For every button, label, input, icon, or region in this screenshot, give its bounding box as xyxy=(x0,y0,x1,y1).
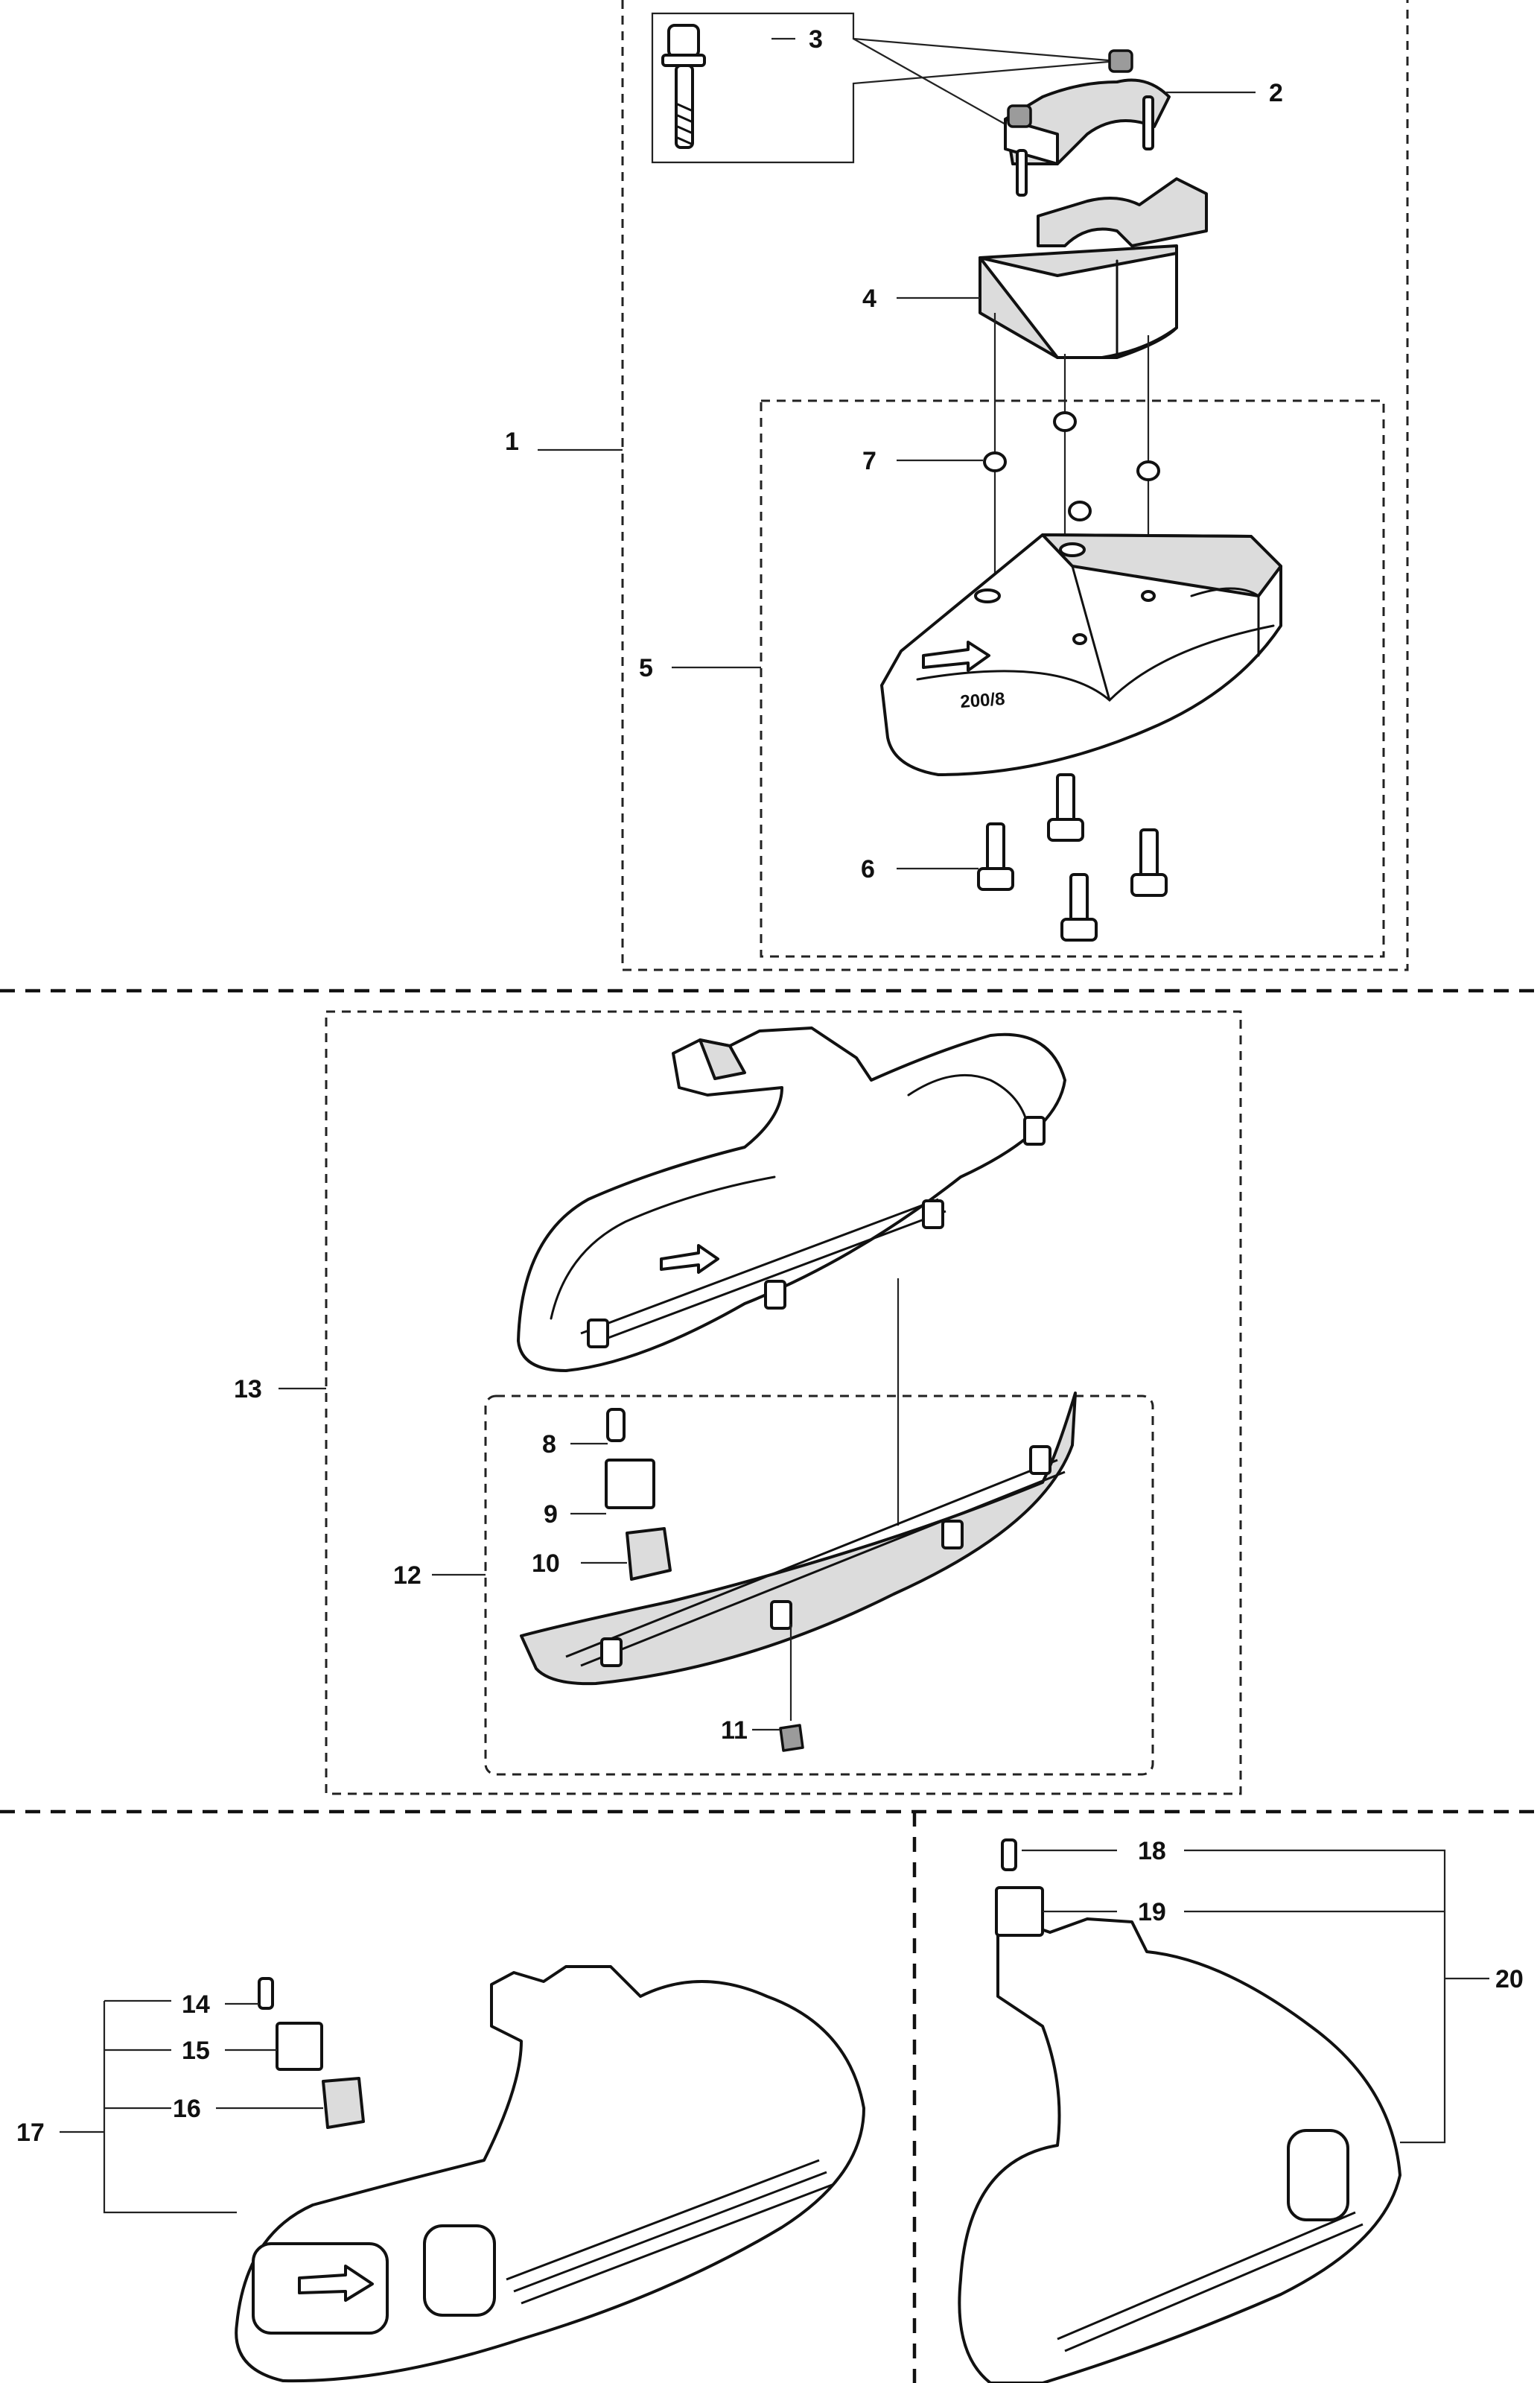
knife-part-10 xyxy=(626,1527,672,1581)
callout-3: 3 xyxy=(809,25,823,54)
group-boxes xyxy=(325,0,1409,1795)
callout-12: 12 xyxy=(393,1561,421,1590)
section-dividers xyxy=(0,989,1540,2383)
callout-7: 7 xyxy=(862,447,876,475)
callout-1: 1 xyxy=(505,428,519,456)
callout-18: 18 xyxy=(1138,1837,1166,1865)
callout-8: 8 xyxy=(542,1430,556,1459)
callout-4: 4 xyxy=(862,285,876,313)
callout-14: 14 xyxy=(182,1990,210,2019)
cutter-assembly-part-12 xyxy=(520,1392,1077,1752)
screw-part-14 xyxy=(258,1977,274,2010)
callout-6: 6 xyxy=(861,855,875,883)
callout-numbers: 1 2 3 4 5 6 7 8 9 10 11 12 13 14 15 16 1… xyxy=(16,25,1524,2147)
callout-13: 13 xyxy=(234,1375,262,1403)
guard-part-13 xyxy=(517,1027,1066,1372)
callout-2: 2 xyxy=(1269,79,1283,107)
guard-part-17 xyxy=(235,1965,865,2383)
screw-part-6-b xyxy=(1047,773,1084,842)
callout-11: 11 xyxy=(721,1716,748,1745)
plate-part-15 xyxy=(276,2022,323,2071)
callout-5: 5 xyxy=(639,654,653,682)
guard-part-20 xyxy=(958,1838,1401,2383)
callout-19: 19 xyxy=(1138,1898,1166,1926)
line-part-11 xyxy=(779,1724,804,1752)
screw-part-6-c xyxy=(1060,873,1098,942)
plate-part-9 xyxy=(605,1459,655,1509)
callout-9: 9 xyxy=(544,1500,558,1529)
screw-part-18 xyxy=(1001,1838,1017,1871)
screw-part-6-d xyxy=(1130,828,1168,897)
bolt-part-3 xyxy=(661,24,706,149)
callout-20: 20 xyxy=(1495,1965,1524,1993)
direction-arrow-icon xyxy=(922,641,990,672)
clamp-assembly xyxy=(651,12,1208,359)
bolts-and-washers xyxy=(977,313,1168,942)
leader-lines xyxy=(60,37,1489,2214)
knife-part-16 xyxy=(322,2077,365,2129)
guard-part-5: 200/8 xyxy=(880,533,1282,776)
direction-arrow-icon xyxy=(660,1244,719,1274)
screw-part-8 xyxy=(606,1408,626,1442)
callout-16: 16 xyxy=(173,2095,201,2123)
callout-15: 15 xyxy=(182,2037,210,2065)
callout-10: 10 xyxy=(532,1549,560,1578)
screw-part-6-a xyxy=(977,822,1014,891)
guard-marking: 200/8 xyxy=(960,689,1006,712)
callout-17: 17 xyxy=(16,2119,45,2147)
direction-arrow-icon xyxy=(298,2265,374,2302)
plate-part-19 xyxy=(995,1886,1044,1937)
